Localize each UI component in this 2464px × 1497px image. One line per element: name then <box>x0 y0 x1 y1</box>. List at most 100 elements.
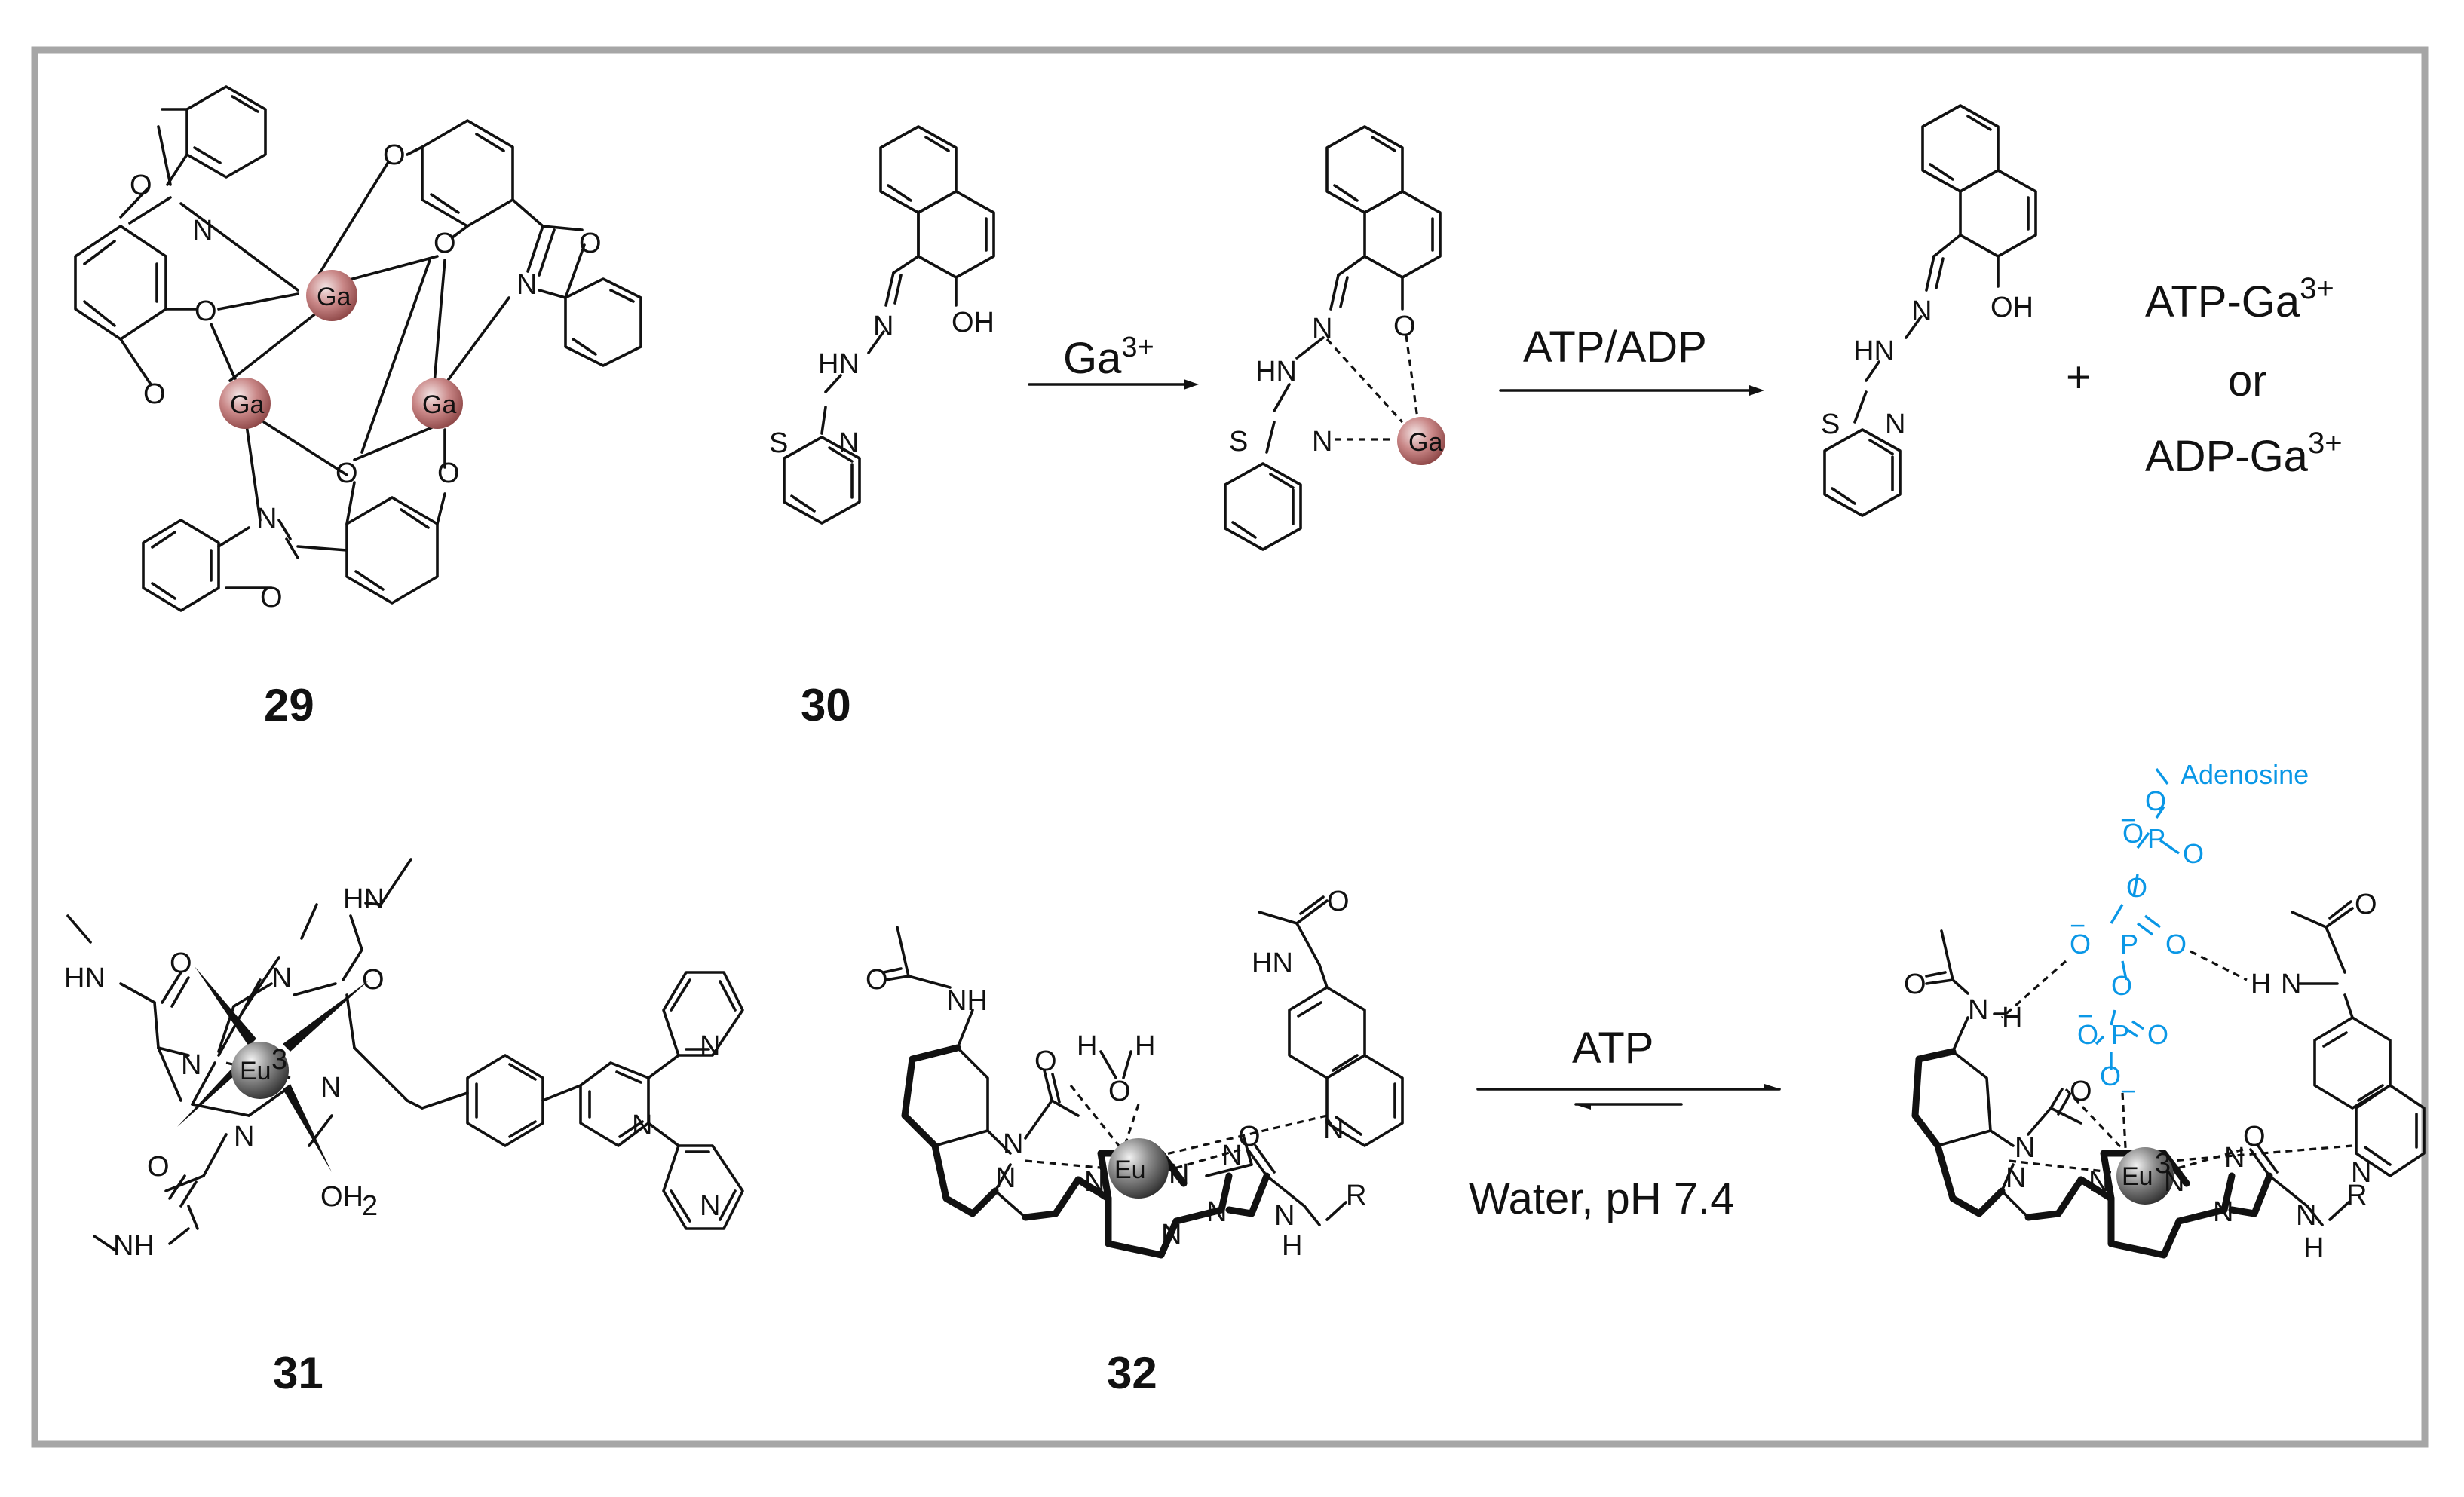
svg-text:H: H <box>1282 1230 1302 1262</box>
ga-sphere-complex <box>1397 417 1445 465</box>
eu-sphere-complex <box>2116 1147 2174 1205</box>
svg-text:3: 3 <box>271 1044 287 1076</box>
atp-adp-reagent-label: ATP/ADP <box>1523 323 1707 372</box>
svg-text:−: − <box>2070 910 2086 941</box>
svg-text:N: N <box>700 1030 720 1062</box>
svg-text:O: O <box>2147 1019 2168 1050</box>
ga-sphere-1 <box>306 270 357 321</box>
svg-text:O: O <box>383 139 406 171</box>
svg-text:2: 2 <box>362 1190 378 1222</box>
svg-text:N: N <box>1312 313 1332 344</box>
svg-text:O: O <box>1904 969 1926 1000</box>
svg-text:N: N <box>700 1190 720 1222</box>
svg-text:Eu: Eu <box>240 1057 271 1085</box>
svg-text:OH: OH <box>1991 292 2033 323</box>
svg-text:O: O <box>866 964 888 996</box>
ga-complex-30-structure: Ga N HN O N S <box>1224 125 1445 551</box>
svg-text:O: O <box>2122 818 2144 849</box>
ga-sphere-3 <box>412 378 463 429</box>
ga-sphere-2 <box>219 378 271 429</box>
svg-text:−: − <box>2120 1076 2136 1107</box>
compound-32-structure: Eu O NH O N N H O H N N N N N O N HN O N… <box>866 886 1404 1262</box>
svg-text:N: N <box>873 311 893 342</box>
ga-reagent-label: Ga3+ <box>1063 332 1154 383</box>
eu-atp-complex-structure: Adenosine O O − P O O O − P O O O − P O … <box>1904 759 2426 1264</box>
svg-text:O: O <box>170 947 192 979</box>
compound-32-label: 32 <box>1107 1348 1157 1398</box>
svg-text:N: N <box>2006 1162 2026 1194</box>
svg-text:H: H <box>2303 1232 2324 1264</box>
adp-ga-product: ADP-Ga3+ <box>2145 427 2343 481</box>
svg-text:S: S <box>1821 409 1840 440</box>
svg-text:O: O <box>2183 838 2204 869</box>
svg-text:Ga: Ga <box>317 283 351 311</box>
svg-text:N: N <box>271 963 292 994</box>
compound-30-structure: N HN OH N S <box>769 125 995 525</box>
svg-text:O: O <box>2077 1019 2098 1050</box>
svg-text:−: − <box>2077 1000 2093 1031</box>
svg-text:HN: HN <box>1255 356 1297 387</box>
svg-text:N: N <box>181 1049 201 1081</box>
compound-31-structure: Eu 3 HN O O HN N N N N O OH 2 NH N N N <box>64 858 744 1262</box>
svg-text:O: O <box>147 1151 170 1183</box>
svg-text:O: O <box>2165 929 2187 960</box>
svg-text:Eu: Eu <box>2122 1162 2153 1191</box>
svg-text:N: N <box>2213 1196 2233 1228</box>
svg-text:N: N <box>838 427 859 459</box>
svg-text:O: O <box>336 458 358 489</box>
svg-text:O: O <box>1108 1076 1131 1107</box>
svg-text:N: N <box>1323 1113 1344 1145</box>
svg-text:P: P <box>2120 929 2138 960</box>
svg-text:3: 3 <box>2155 1148 2171 1180</box>
svg-text:H: H <box>1077 1030 1097 1062</box>
svg-text:HN: HN <box>64 963 106 994</box>
compound-29-label: 29 <box>264 680 314 730</box>
svg-text:O: O <box>437 458 460 489</box>
svg-text:NH: NH <box>113 1230 155 1262</box>
svg-text:P: P <box>2147 823 2165 854</box>
svg-text:O: O <box>2070 929 2091 960</box>
svg-text:HN: HN <box>818 348 860 380</box>
released-ligand-structure: N HN OH N S <box>1821 104 2037 517</box>
svg-text:N: N <box>2164 1166 2184 1198</box>
svg-text:N: N <box>1885 409 1905 440</box>
svg-text:O: O <box>1327 886 1350 917</box>
svg-text:O: O <box>130 170 152 201</box>
svg-text:O: O <box>1034 1045 1057 1077</box>
svg-text:N: N <box>234 1121 254 1153</box>
compound-29-structure: Ga Ga Ga O N O O O O N O O O N O <box>74 85 642 614</box>
svg-text:O: O <box>2355 889 2377 920</box>
svg-text:Eu: Eu <box>1114 1156 1146 1184</box>
conditions-label: Water, pH 7.4 <box>1469 1174 1734 1223</box>
svg-text:N: N <box>1084 1166 1105 1198</box>
svg-text:N: N <box>320 1072 341 1104</box>
svg-text:N: N <box>2296 1200 2316 1232</box>
svg-text:H: H <box>2251 969 2271 1000</box>
svg-text:H: H <box>1135 1030 1155 1062</box>
svg-text:O: O <box>260 582 283 614</box>
svg-text:N: N <box>1312 426 1332 458</box>
svg-text:N: N <box>1911 295 1932 327</box>
plus-sign: + <box>2066 353 2092 402</box>
svg-text:P: P <box>2111 1019 2129 1050</box>
svg-text:S: S <box>1229 426 1248 458</box>
svg-text:O: O <box>195 295 217 327</box>
svg-text:O: O <box>2070 1076 2092 1107</box>
svg-text:S: S <box>769 427 788 459</box>
svg-text:O: O <box>2145 785 2166 816</box>
svg-text:N: N <box>1206 1196 1227 1228</box>
svg-text:N: N <box>192 215 213 246</box>
svg-text:N: N <box>516 269 537 301</box>
svg-text:Ga: Ga <box>230 390 264 419</box>
compound-30-label: 30 <box>801 680 851 730</box>
svg-text:R: R <box>2346 1180 2367 1211</box>
svg-text:OH: OH <box>320 1181 363 1213</box>
svg-text:HN: HN <box>343 883 385 915</box>
svg-text:O: O <box>434 228 456 259</box>
svg-text:N: N <box>1003 1128 1023 1160</box>
svg-text:Ga: Ga <box>1408 428 1442 457</box>
svg-text:O: O <box>362 964 385 996</box>
svg-text:N: N <box>1274 1200 1295 1232</box>
svg-text:N: N <box>632 1110 652 1141</box>
